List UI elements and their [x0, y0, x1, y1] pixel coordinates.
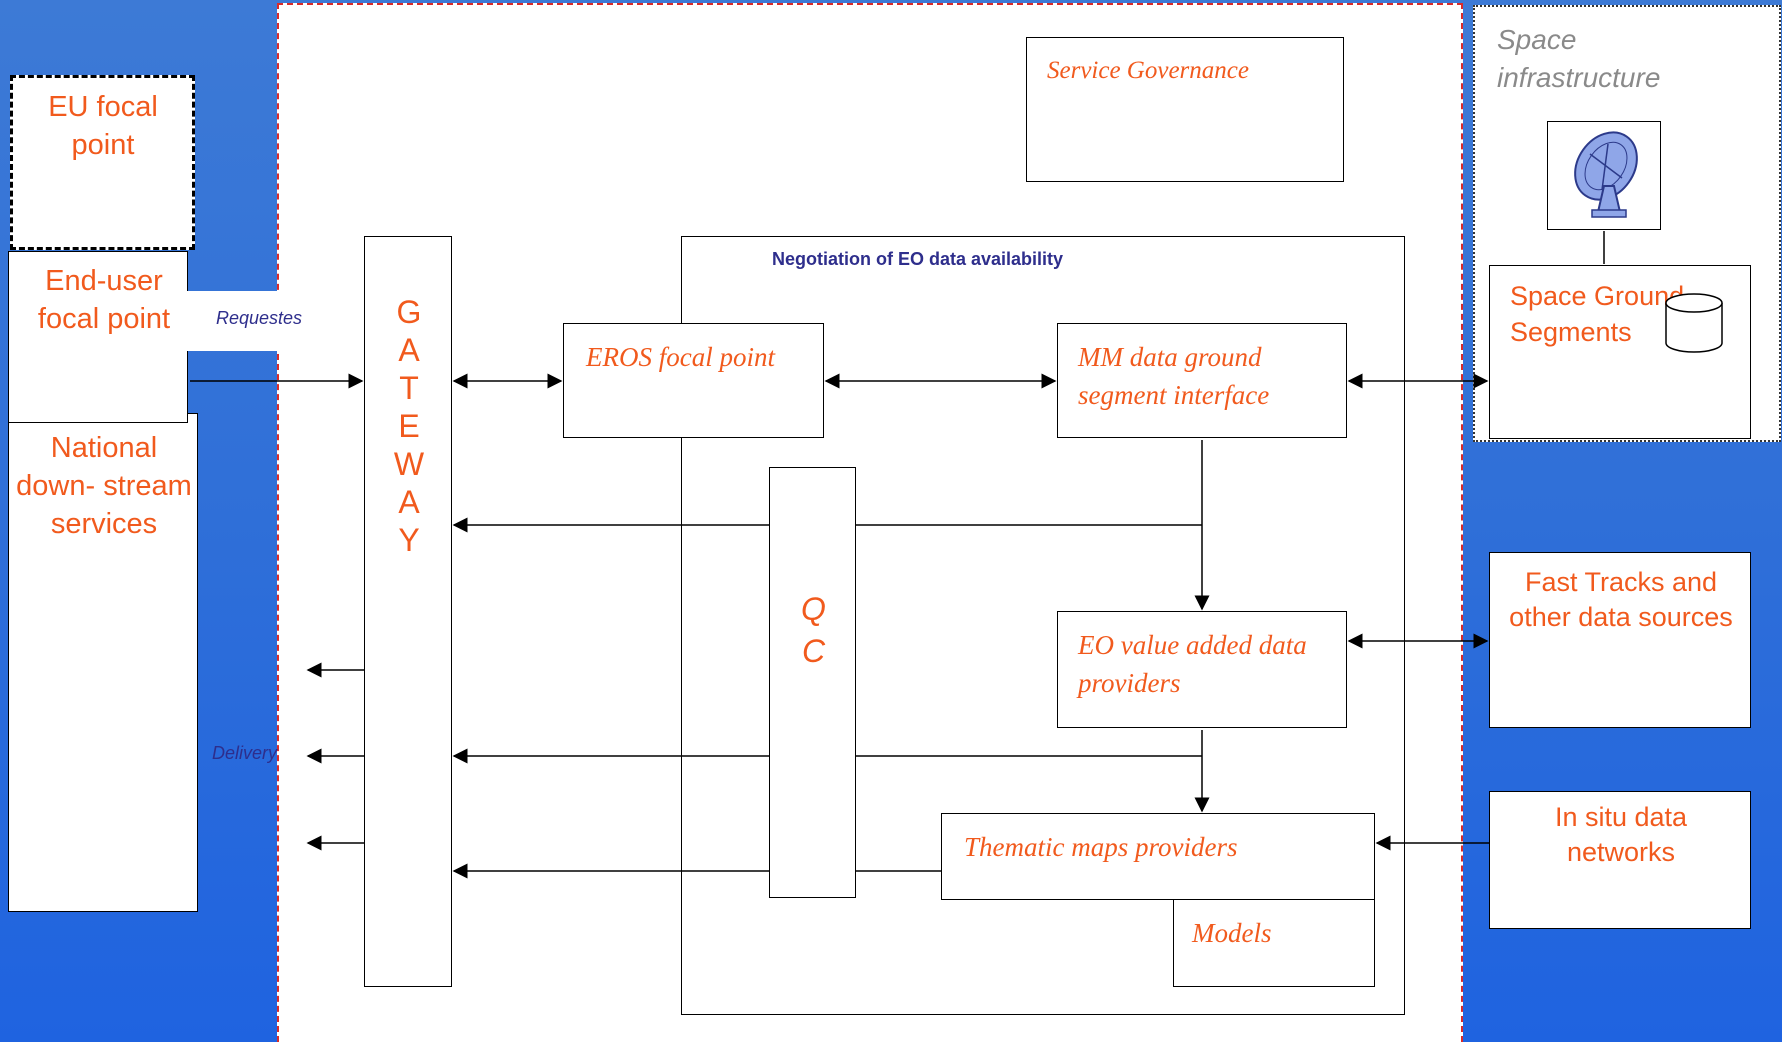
- eu-focal-label: EU focal point: [48, 88, 158, 164]
- eros-text: EROS focal point: [586, 342, 775, 372]
- mm-data-box: MM data ground segment interface: [1057, 323, 1347, 438]
- space-infra-text: Space infrastructure: [1497, 24, 1661, 93]
- gateway-box: G A T E W A Y: [364, 236, 452, 987]
- eu-focal-text: EU focal point: [48, 91, 158, 161]
- negotiation-label: Negotiation of EO data availability: [772, 249, 1063, 270]
- national-downstream-box: National down- stream services: [8, 413, 198, 912]
- eu-focal-point-box: EU focal point: [10, 75, 195, 250]
- mm-data-text: MM data ground segment interface: [1078, 342, 1270, 410]
- requestes-text: Requestes: [216, 308, 303, 328]
- qc-box: Q C: [769, 467, 856, 898]
- end-user-text: End-user focal point: [37, 265, 171, 335]
- space-infra-label: Space infrastructure: [1497, 21, 1717, 97]
- eros-focal-box: EROS focal point: [563, 323, 824, 438]
- gateway-label: G A T E W A Y: [365, 293, 453, 559]
- requests-strip: [187, 291, 280, 351]
- thematic-text: Thematic maps providers: [964, 832, 1238, 862]
- in-situ-label: In situ data networks: [1530, 800, 1712, 870]
- models-box: Models: [1173, 899, 1375, 987]
- in-situ-box: In situ data networks: [1489, 791, 1751, 929]
- end-user-focal-label: End-user focal point: [29, 262, 179, 338]
- eo-value-added-box: EO value added data providers: [1057, 611, 1347, 728]
- space-ground-text: Space Ground Segments: [1510, 281, 1685, 347]
- service-governance-label: Service Governance: [1047, 52, 1249, 90]
- database-cylinder-icon: [1665, 293, 1723, 353]
- eo-value-text: EO value added data providers: [1078, 630, 1307, 698]
- end-user-focal-box: End-user focal point: [8, 251, 188, 423]
- fast-tracks-box: Fast Tracks and other data sources: [1489, 552, 1751, 728]
- mm-data-label: MM data ground segment interface: [1078, 338, 1308, 414]
- eros-label: EROS focal point: [586, 338, 775, 376]
- thematic-maps-box: Thematic maps providers: [941, 813, 1375, 900]
- fast-tracks-text: Fast Tracks and other data sources: [1509, 567, 1733, 632]
- in-situ-text: In situ data networks: [1554, 802, 1688, 867]
- fast-tracks-label: Fast Tracks and other data sources: [1500, 565, 1742, 635]
- delivery-label: Delivery: [212, 743, 277, 764]
- national-text: National down- stream services: [16, 432, 192, 540]
- models-text: Models: [1192, 918, 1272, 948]
- satellite-dish-icon: [1558, 131, 1652, 220]
- national-downstream-label: National down- stream services: [9, 429, 199, 543]
- space-ground-label: Space Ground Segments: [1510, 278, 1700, 350]
- gateway-text: G A T E W A Y: [393, 294, 425, 558]
- satellite-dish-frame: [1547, 121, 1661, 230]
- requestes-label: Requestes: [216, 308, 302, 329]
- models-label: Models: [1192, 914, 1271, 952]
- space-ground-segments-box: Space Ground Segments: [1489, 265, 1751, 439]
- service-governance-text: Service Governance: [1047, 57, 1249, 84]
- qc-text: Q C: [801, 591, 826, 669]
- eo-value-label: EO value added data providers: [1078, 626, 1318, 702]
- service-governance-box: Service Governance: [1026, 37, 1344, 182]
- delivery-text: Delivery: [212, 743, 278, 763]
- thematic-label: Thematic maps providers: [964, 828, 1237, 866]
- negotiation-text: Negotiation of EO data availability: [772, 249, 1064, 269]
- qc-label: Q C: [770, 588, 857, 672]
